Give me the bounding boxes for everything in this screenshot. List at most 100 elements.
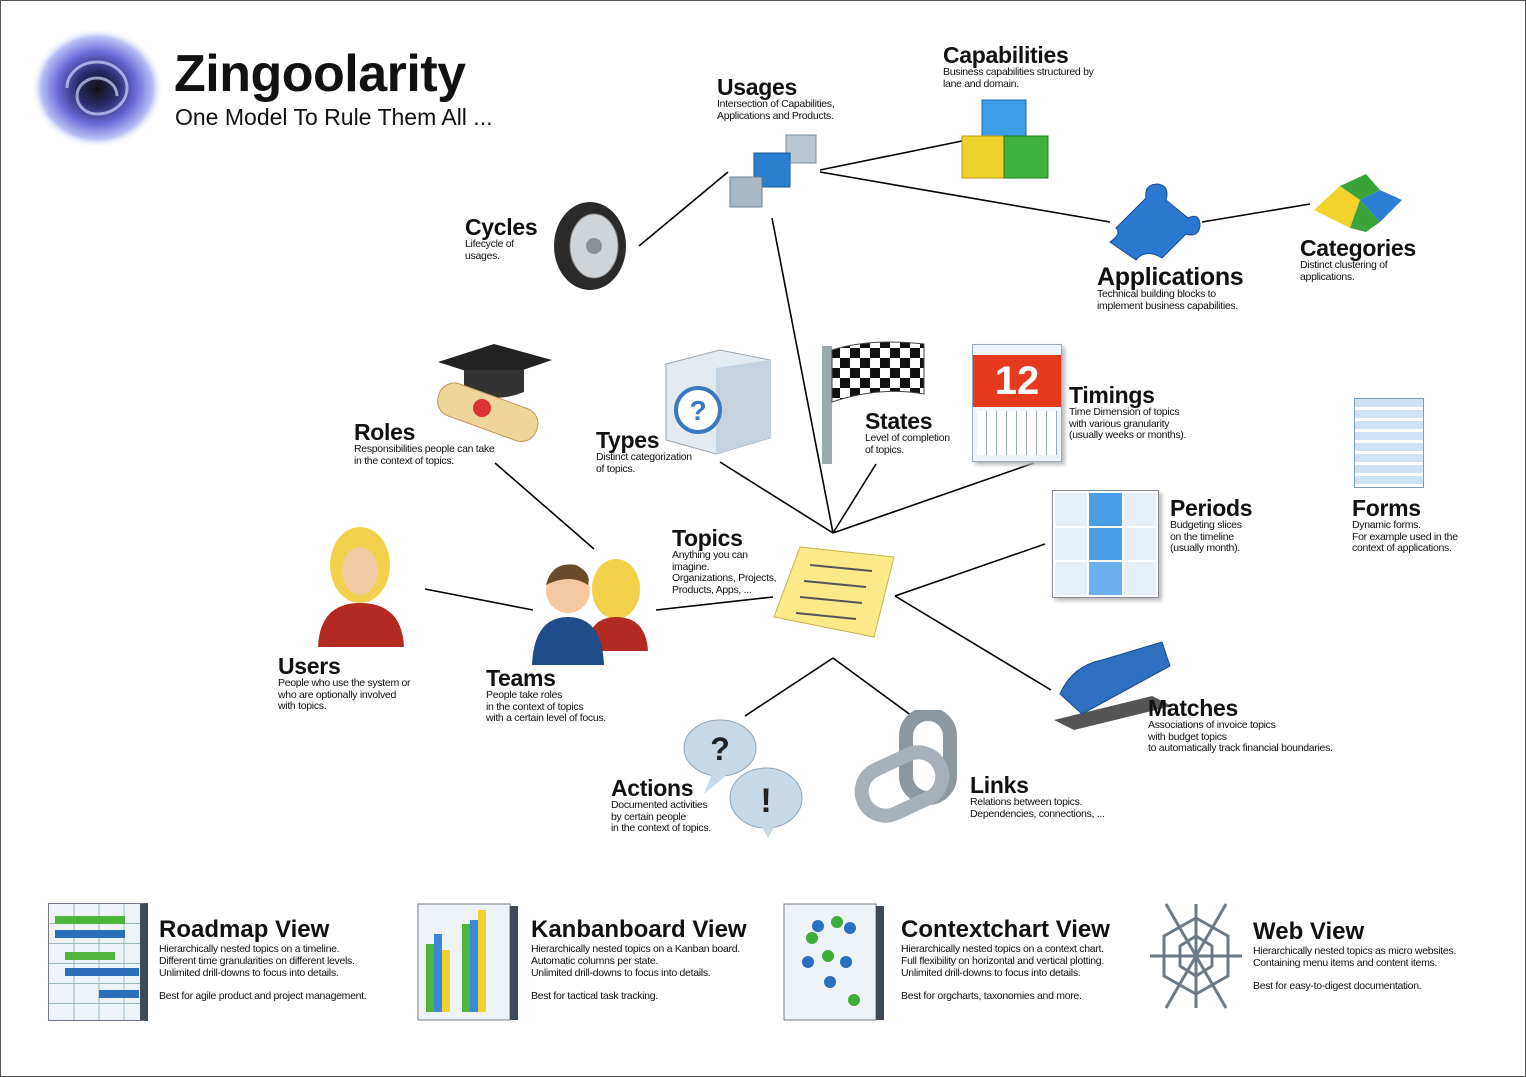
node-desc: Technical building blocks to (1097, 288, 1216, 300)
teams-people-icon (532, 559, 648, 665)
node-desc: lane and domain. (943, 77, 1019, 90)
states-checkered-flag-icon (822, 341, 925, 464)
node-desc: of topics. (865, 443, 905, 456)
node-desc: in the context of topics. (611, 822, 711, 834)
actions-speech-bubbles-icon: ? ! (683, 719, 803, 838)
node-title: Users (278, 653, 341, 679)
view-title: Contextchart View (901, 916, 1110, 943)
line-applications-categories (1201, 203, 1311, 223)
line-usages-capabilities (819, 140, 963, 171)
forms-document-icon (1354, 398, 1424, 488)
node-desc: People take roles (486, 689, 563, 701)
node-title: Links (970, 772, 1029, 798)
node-desc: who are optionally involved (278, 688, 396, 701)
line-users-teams (424, 588, 534, 611)
view-desc: Hierarchically nested topics on a contex… (901, 943, 1104, 955)
node-title: Actions (611, 775, 694, 801)
line-topics-actions (744, 657, 834, 717)
node-desc: by certain people (611, 810, 686, 823)
line-usages-applications (819, 171, 1111, 223)
view-best-for: Best for tactical task tracking. (531, 990, 658, 1002)
line-roles-teams (494, 462, 595, 550)
app-title: Zingoolarity (174, 45, 466, 103)
node-desc: of topics. (596, 462, 636, 475)
links-chain-icon (854, 710, 957, 823)
node-desc: Documented activities (611, 799, 708, 811)
users-person-icon (318, 527, 404, 647)
view-title: Roadmap View (159, 916, 330, 943)
capabilities-cubes-icon (961, 99, 1049, 179)
node-desc: Responsibilities people can take (354, 443, 495, 455)
line-types-topics (719, 461, 834, 534)
node-desc: context of applications. (1352, 542, 1452, 554)
line-usages-topics (771, 217, 834, 534)
node-title: Periods (1170, 495, 1253, 521)
node-desc: For example used in the (1352, 530, 1458, 543)
view-desc: Automatic columns per state. (531, 955, 658, 967)
node-desc: imagine. (672, 560, 710, 573)
node-title: Matches (1148, 695, 1238, 721)
view-best-for: Best for easy-to-digest documentation. (1253, 980, 1422, 992)
node-title: Cycles (465, 214, 538, 240)
node-desc: Dependencies, connections, ... (970, 807, 1105, 820)
node-title: Timings (1069, 382, 1155, 408)
node-desc: with budget topics (1148, 730, 1227, 743)
node-desc: with a certain level of focus. (486, 712, 606, 724)
types-box-icon: ? (665, 349, 771, 455)
node-desc: Anything you can (672, 549, 748, 561)
view-best-for: Best for orgcharts, taxonomies and more. (901, 990, 1082, 1002)
timings-calendar-icon: 12 (972, 344, 1062, 462)
cycles-tire-icon (554, 202, 626, 290)
web-spiderweb-icon (1150, 903, 1242, 1009)
view-desc: Different time granularities on differen… (159, 955, 355, 967)
node-desc: in the context of topics (486, 700, 584, 713)
view-best-for: Best for agile product and project manag… (159, 990, 367, 1002)
line-topics-links (832, 657, 913, 717)
roadmap-gantt-icon (48, 903, 148, 1021)
line-teams-topics (655, 596, 774, 611)
view-desc: Containing menu items and content items. (1253, 957, 1438, 969)
topics-sticky-note-icon (773, 546, 895, 638)
matches-stapler-icon (1054, 641, 1172, 730)
node-desc: applications. (1300, 270, 1355, 283)
node-title: Topics (672, 525, 743, 551)
node-desc: to automatically track financial boundar… (1148, 742, 1333, 754)
view-desc: Full flexibility on horizontal and verti… (901, 955, 1104, 967)
node-desc: Intersection of Capabilities, (717, 98, 835, 110)
line-cycles-usages (638, 171, 729, 247)
line-topics-periods (894, 543, 1046, 597)
node-desc: Distinct categorization (596, 451, 692, 463)
node-desc: Organizations, Projects, (672, 572, 777, 584)
applications-puzzle-icon (1109, 183, 1201, 261)
node-title: Forms (1352, 495, 1421, 521)
node-desc: Lifecycle of (465, 238, 514, 250)
node-title: Capabilities (943, 42, 1069, 68)
node-title: States (865, 408, 933, 434)
periods-grid-icon (1052, 490, 1159, 598)
line-states-topics (832, 463, 877, 534)
node-desc: on the timeline (1170, 530, 1234, 543)
app-subtitle: One Model To Rule Them All ... (175, 104, 493, 130)
